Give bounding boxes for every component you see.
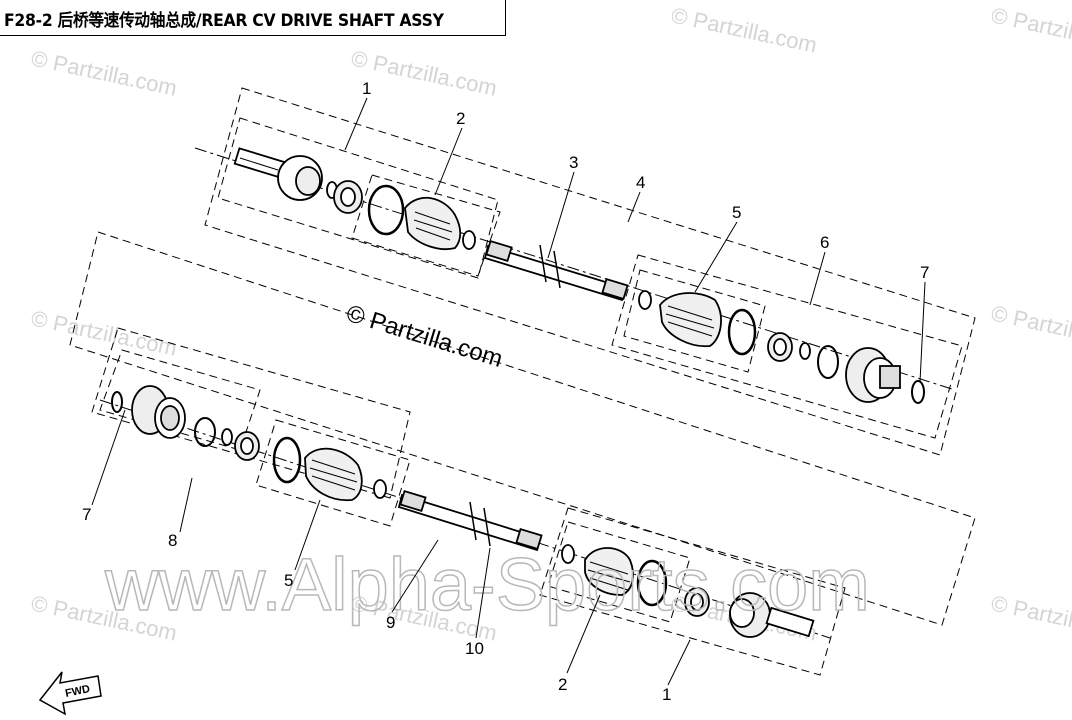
callout-5: 5 [284, 571, 293, 590]
cv-boot [584, 547, 634, 596]
top-parts [233, 147, 925, 404]
fwd-arrow: FWD [38, 671, 102, 716]
callout-3: 3 [569, 153, 578, 172]
callouts: 1 2 3 4 5 6 7 7 8 5 9 10 2 1 [82, 79, 929, 704]
boundary-2-top [351, 174, 501, 277]
callout-2: 2 [558, 675, 567, 694]
callout-5: 5 [732, 203, 741, 222]
callout-7: 7 [920, 263, 929, 282]
partzilla-center-watermark: © Partzilla.com [343, 300, 506, 373]
bottom-parts [111, 385, 815, 638]
watermark-text: © Partzilla.com [349, 45, 499, 100]
watermark-text: © Partzilla.com [669, 2, 819, 57]
callout-4: 4 [636, 173, 645, 192]
callout-1: 1 [362, 79, 371, 98]
boundary-6 [611, 254, 963, 439]
watermark-text: © Partzilla.com [29, 305, 179, 360]
boundary-1-top [217, 117, 499, 279]
title-box: F28-2 后桥等速传动轴总成/REAR CV DRIVE SHAFT ASSY [0, 0, 506, 36]
callout-10: 10 [465, 639, 484, 658]
boundary-5-bottom [255, 419, 411, 527]
fwd-label: FWD [64, 683, 91, 700]
cv-boot [304, 447, 363, 502]
callout-6: 6 [820, 233, 829, 252]
page-title: F28-2 后桥等速传动轴总成/REAR CV DRIVE SHAFT ASSY [4, 11, 444, 31]
boundary-2-bottom [547, 521, 691, 623]
callout-7: 7 [82, 505, 91, 524]
watermark-text: © Partzilla.com [989, 2, 1072, 57]
boundary-bottom-outer [69, 231, 976, 626]
boundary-5-top [623, 269, 766, 373]
boot-clamp [367, 184, 405, 236]
boundary-4 [204, 87, 976, 456]
spline-stub [765, 606, 815, 638]
callout-2: 2 [456, 109, 465, 128]
watermark-text: © Partzilla.com [989, 300, 1072, 355]
boundary-8 [91, 327, 411, 499]
boundary-1-bottom [539, 507, 846, 676]
cv-boot [659, 292, 722, 348]
alpha-watermark: www.Alpha-Sports.com [104, 543, 870, 626]
leader-lines [91, 97, 926, 686]
cv-boot [404, 197, 462, 250]
callout-1: 1 [662, 685, 671, 704]
top-assembly [194, 87, 976, 456]
callout-9: 9 [386, 613, 395, 632]
callout-8: 8 [168, 531, 177, 550]
watermark-text: © Partzilla.com [989, 590, 1072, 645]
watermark-text: © Partzilla.com [29, 45, 179, 100]
boundary-7-group [99, 349, 261, 451]
